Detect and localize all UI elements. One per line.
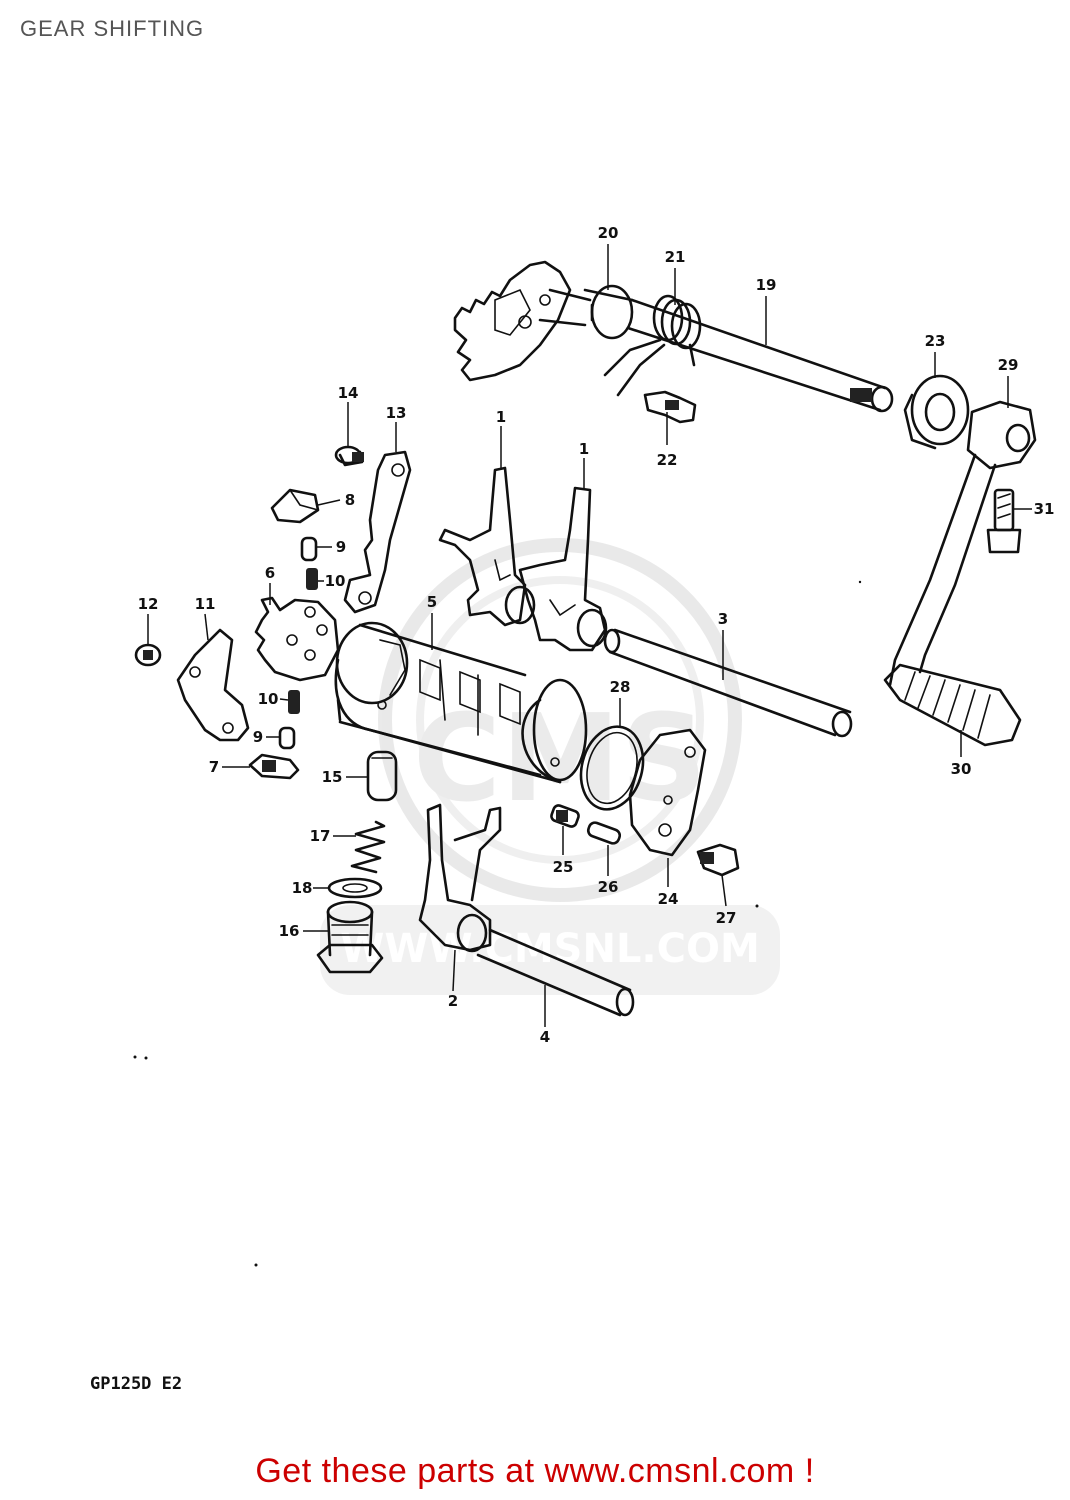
part-16-plug-bolt (316, 900, 384, 974)
leader-lines (147, 244, 1032, 1027)
part-26-pin (586, 821, 622, 845)
callout-28: 28 (610, 678, 631, 696)
watermark: CMS WWW.CMSNL.COM (320, 538, 780, 995)
callout-1-right: 1 (579, 440, 589, 458)
callout-30: 30 (951, 760, 972, 778)
part-4-fork-shaft-lower (476, 928, 635, 1017)
callout-31: 31 (1034, 500, 1055, 518)
callout-25: 25 (553, 858, 574, 876)
part-9-pin-upper (300, 536, 318, 562)
callout-8: 8 (345, 491, 355, 509)
exploded-parts-diagram: CMS WWW.CMSNL.COM (133, 224, 1055, 1267)
svg-text:CMS: CMS (413, 690, 707, 829)
part-5-shift-cam-drum (334, 621, 588, 784)
callout-9-lower: 9 (253, 728, 263, 746)
callout-10-upper: 10 (325, 572, 346, 590)
part-3-fork-shaft (603, 628, 853, 738)
part-12-screw (134, 643, 162, 667)
callout-26: 26 (598, 878, 619, 896)
callout-11: 11 (195, 595, 216, 613)
watermark-url: WWW.CMSNL.COM (340, 926, 760, 972)
callout-14: 14 (338, 384, 359, 402)
callout-13: 13 (386, 404, 407, 422)
part-6-cam-driven-gear (254, 596, 340, 682)
part-18-washer (327, 877, 383, 899)
part-9-pin-lower (278, 726, 296, 750)
part-13-stopper-plate (343, 450, 412, 614)
part-20-gearshift-arm (453, 260, 634, 382)
callout-4: 4 (540, 1028, 550, 1046)
callout-18: 18 (292, 879, 313, 897)
callout-17: 17 (310, 827, 331, 845)
callout-29: 29 (998, 356, 1019, 374)
part-22-stopper-bolt (643, 390, 697, 424)
scan-specks (133, 580, 862, 1267)
callout-6: 6 (265, 564, 275, 582)
callout-3: 3 (718, 610, 728, 628)
callout-23: 23 (925, 332, 946, 350)
part-8-cam-guide (270, 488, 320, 524)
callout-22: 22 (657, 451, 678, 469)
part-24-cam-cover (628, 728, 707, 857)
part-7-cam-stopper (248, 753, 300, 780)
model-code: GP125D E2 (90, 1374, 183, 1394)
part-11-cam-stopper-plate (176, 628, 250, 742)
callout-12: 12 (138, 595, 159, 613)
callout-9-upper: 9 (336, 538, 346, 556)
callout-1-left: 1 (496, 408, 506, 426)
part-14-screw (334, 445, 364, 467)
callout-16: 16 (279, 922, 300, 940)
part-23-oil-seal (903, 374, 970, 450)
callout-5: 5 (427, 593, 437, 611)
part-1-shift-fork-left (438, 466, 536, 627)
cta-link[interactable]: Get these parts at www.cmsnl.com ! (255, 1452, 815, 1490)
part-17-spring (350, 820, 386, 874)
callout-27: 27 (716, 909, 737, 927)
part-30-gearshift-lever (883, 400, 1037, 747)
callout-20: 20 (598, 224, 619, 242)
part-10-spring-upper (306, 568, 318, 590)
part-31-lever-bolt (986, 488, 1022, 554)
part-2-shift-fork-lower (418, 803, 502, 953)
callout-10-lower: 10 (258, 690, 279, 708)
part-1-shift-fork-right (518, 486, 608, 652)
callout-24: 24 (658, 890, 679, 908)
callout-15: 15 (322, 768, 343, 786)
callout-19: 19 (756, 276, 777, 294)
part-15-pin (366, 750, 398, 802)
callout-2: 2 (448, 992, 458, 1010)
callout-labels: 20 21 19 23 29 22 14 13 1 1 31 8 9 10 6 … (138, 224, 1055, 1046)
page-title: GEAR SHIFTING (20, 16, 205, 41)
callout-21: 21 (665, 248, 686, 266)
part-10-spring-lower (288, 690, 300, 714)
part-25-pin (550, 804, 580, 828)
part-21-return-spring (603, 294, 702, 397)
part-27-cover-screw (696, 843, 740, 877)
callout-7: 7 (209, 758, 219, 776)
